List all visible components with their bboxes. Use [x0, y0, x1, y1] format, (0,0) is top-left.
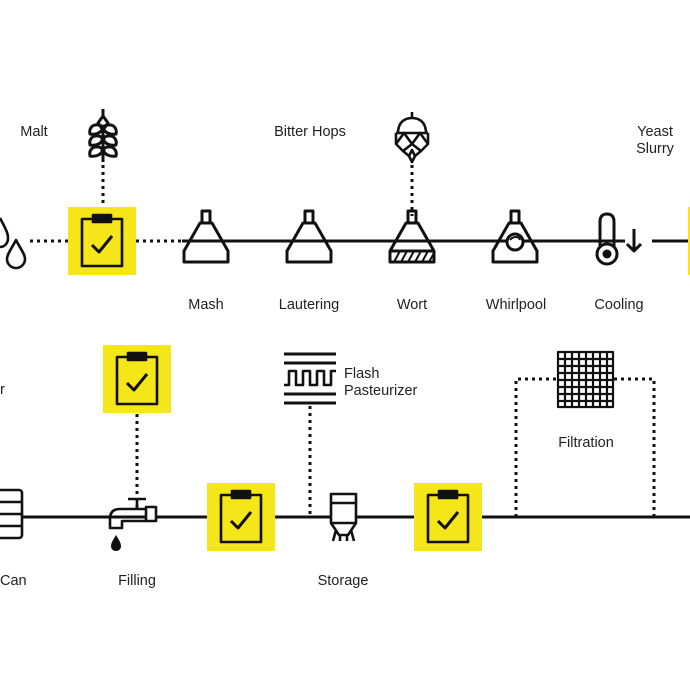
checkpoint-filling [103, 345, 171, 413]
label-filling: Filling [118, 573, 156, 589]
checkpoint-line-1 [207, 483, 275, 551]
label-can: Can [0, 573, 27, 589]
label-wort: Wort [396, 297, 428, 313]
filtration-bypass [514, 377, 558, 517]
label-water-partial: r [0, 382, 5, 398]
filtration-bypass [614, 377, 656, 517]
label-flash-pasteurizer-line2: Pasteurizer [344, 383, 418, 399]
filter-grid-icon [556, 350, 615, 409]
hop-cone-icon [394, 112, 430, 164]
checkpoint-partial-highlight [688, 207, 690, 275]
label-storage: Storage [317, 573, 369, 589]
label-yeast-slurry: Yeast Slurry [636, 124, 674, 158]
checkpoint-malt [68, 207, 136, 275]
label-yeast-slurry-line1: Yeast [637, 124, 673, 140]
label-filtration: Filtration [558, 435, 614, 451]
mash-tun-icon [182, 209, 230, 264]
label-cooling: Cooling [594, 297, 644, 313]
label-whirlpool: Whirlpool [485, 297, 547, 313]
label-flash-pasteurizer-line1: Flash [344, 366, 380, 382]
whirlpool-tank-icon [491, 209, 539, 264]
label-malt: Malt [20, 124, 48, 140]
wort-kettle-icon [388, 209, 436, 264]
lauter-tun-icon [285, 209, 333, 264]
wheat-icon [88, 109, 118, 162]
clipboard-check-icon [80, 213, 124, 268]
clipboard-check-icon [426, 489, 470, 544]
label-yeast-slurry-line2: Slurry [636, 141, 674, 157]
label-mash: Mash [188, 297, 224, 313]
can-stack-icon [0, 488, 24, 540]
tap-icon [108, 497, 158, 551]
label-lautering: Lautering [278, 297, 340, 313]
storage-tank-icon [329, 492, 358, 542]
clipboard-check-icon [115, 351, 159, 406]
water-drops-icon [0, 217, 27, 270]
label-bitter-hops: Bitter Hops [274, 124, 346, 140]
label-flash-pasteurizer: Flash Pasteurizer [344, 366, 417, 400]
heat-exchanger-icon [284, 352, 336, 405]
checkpoint-line-2 [414, 483, 482, 551]
clipboard-check-icon [219, 489, 263, 544]
thermometer-down-icon [595, 212, 643, 266]
